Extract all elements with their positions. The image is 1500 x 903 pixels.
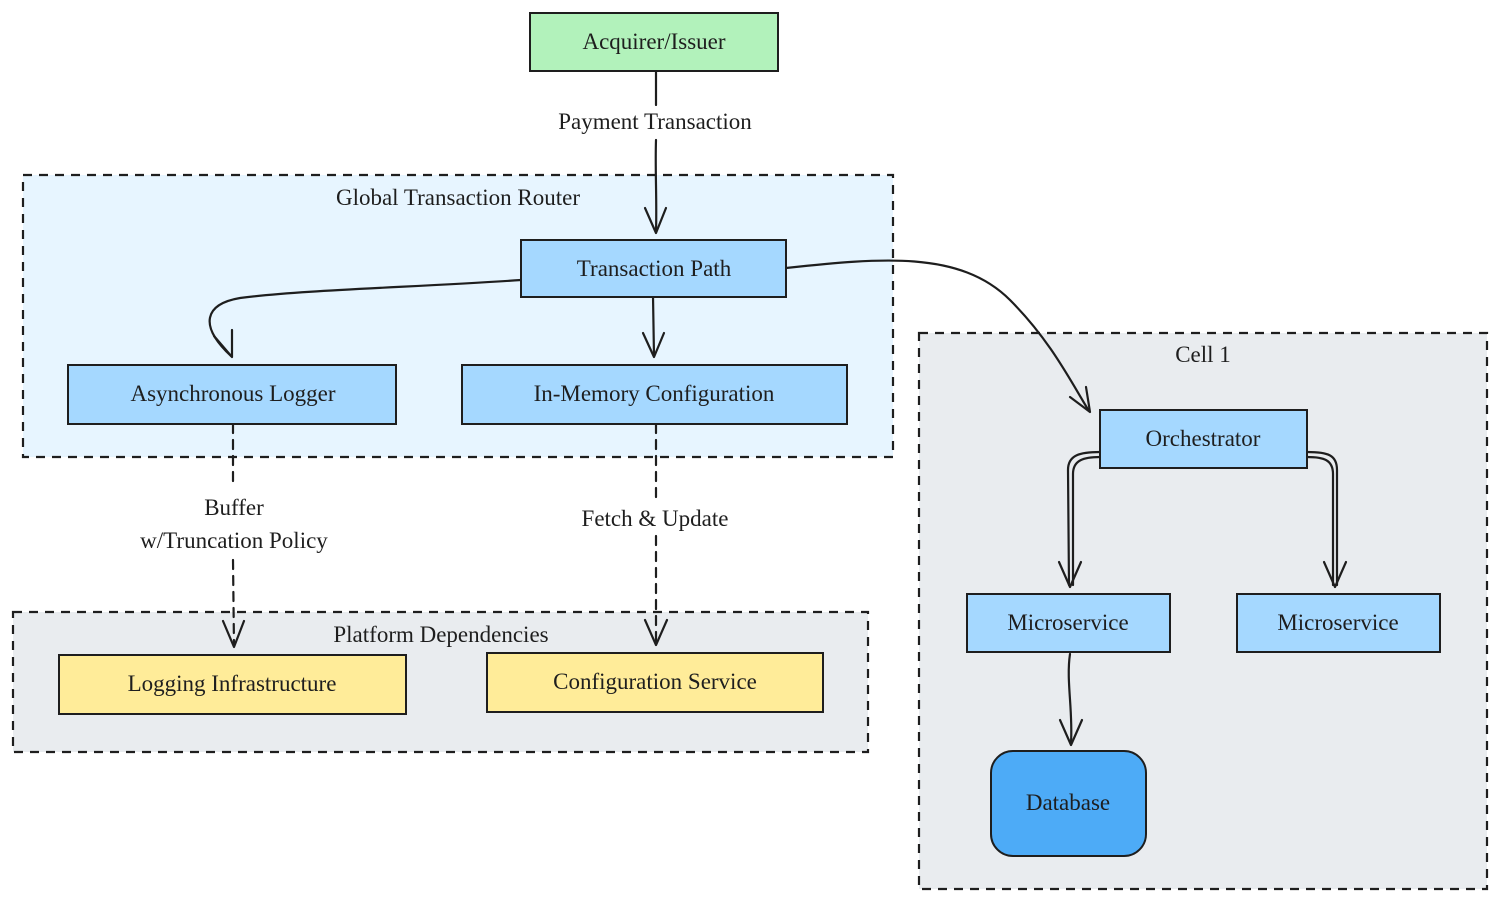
node-label-orchestrator: Orchestrator [1146, 426, 1261, 451]
edge-orchestrator-to-microservice-a [1057, 450, 1102, 589]
node-label-microservice-b: Microservice [1277, 610, 1398, 635]
node-label-acquirer: Acquirer/Issuer [582, 29, 725, 54]
group-label-platform: Platform Dependencies [333, 622, 548, 647]
edge-config-to-service: Fetch & Update [582, 422, 729, 647]
group-label-router: Global Transaction Router [336, 185, 580, 210]
node-label-async-logger: Asynchronous Logger [130, 381, 335, 406]
node-label-logging-infra: Logging Infrastructure [128, 671, 337, 696]
node-in-memory-configuration: In-Memory Configuration [461, 364, 848, 425]
edge-path-to-config [641, 294, 666, 359]
node-acquirer-issuer: Acquirer/Issuer [529, 12, 779, 72]
node-configuration-service: Configuration Service [486, 652, 824, 713]
edge-microservice-to-database [1058, 652, 1084, 747]
node-orchestrator: Orchestrator [1099, 409, 1308, 469]
edge-logger-to-infra: Buffer w/Truncation Policy [140, 422, 328, 649]
node-label-config-service: Configuration Service [553, 669, 757, 694]
edge-label-payment: Payment Transaction [558, 109, 752, 134]
group-label-cell: Cell 1 [1175, 342, 1231, 367]
edge-payment-transaction: Payment Transaction [537, 69, 773, 235]
node-database: Database [990, 750, 1147, 857]
node-label-transaction-path: Transaction Path [577, 256, 732, 281]
edge-label-buffer-line1: Buffer [204, 495, 264, 520]
edge-path-to-orchestrator [784, 259, 1092, 414]
node-transaction-path: Transaction Path [520, 239, 787, 298]
node-label-microservice-a: Microservice [1007, 610, 1128, 635]
edge-label-buffer-line2: w/Truncation Policy [140, 528, 328, 553]
node-microservice-a: Microservice [966, 593, 1171, 653]
node-label-database: Database [1026, 790, 1110, 815]
edge-orchestrator-to-microservice-b [1305, 450, 1348, 589]
node-asynchronous-logger: Asynchronous Logger [67, 364, 397, 425]
edge-path-to-logger [208, 278, 523, 359]
node-microservice-b: Microservice [1236, 593, 1441, 653]
node-logging-infrastructure: Logging Infrastructure [58, 654, 407, 715]
edge-label-fetch: Fetch & Update [582, 506, 729, 531]
node-label-in-memory-config: In-Memory Configuration [534, 381, 775, 406]
